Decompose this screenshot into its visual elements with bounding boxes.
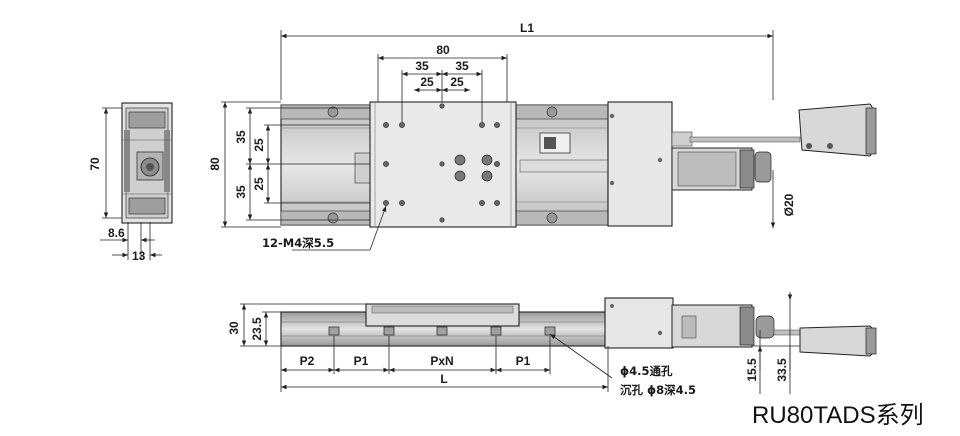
dim-L1: L1 — [520, 21, 534, 35]
end-view: 70 8.6 13 — [88, 102, 173, 263]
dim-30: 30 — [227, 321, 241, 335]
dim-L: L — [440, 372, 447, 386]
motor-block — [607, 101, 673, 227]
dim-P1-left: P1 — [354, 354, 369, 368]
dim-23-5: 23.5 — [250, 317, 264, 341]
dim-25-right: 25 — [450, 75, 464, 89]
front-motor-block — [604, 297, 674, 349]
dim-v35-top: 35 — [234, 130, 248, 144]
dim-v25-top: 25 — [252, 138, 266, 152]
dim-PxN: PxN — [430, 354, 453, 368]
dim-8-6: 8.6 — [108, 226, 125, 240]
counterbore-note: 沉孔 ϕ8深4.5 — [620, 383, 696, 397]
table-holes — [383, 103, 500, 223]
dim-35-right: 35 — [455, 59, 469, 73]
dim-25-left: 25 — [420, 75, 434, 89]
dim-v35-bottom: 35 — [234, 185, 248, 199]
dim-v25-bottom: 25 — [252, 177, 266, 191]
front-view: 30 23.5 P2 P1 PxN P1 L ϕ4.5通孔 沉孔 ϕ8深4.5 … — [227, 292, 877, 397]
dim-80-left: 80 — [208, 157, 222, 171]
dim-70: 70 — [88, 157, 102, 171]
hole-note: 12-M4深5.5 — [262, 236, 334, 250]
dim-13: 13 — [132, 249, 146, 263]
front-holes — [328, 326, 556, 336]
dim-35-left: 35 — [415, 59, 429, 73]
dim-33-5: 33.5 — [775, 358, 789, 382]
thru-hole-note: ϕ4.5通孔 — [620, 364, 673, 378]
dim-80-top: 80 — [436, 43, 450, 57]
series-title: RU80TADS系列 — [752, 402, 924, 429]
dim-P2: P2 — [300, 354, 315, 368]
dim-P1-right: P1 — [516, 354, 531, 368]
top-view: L1 — [208, 21, 877, 251]
dim-dia20: Ø20 — [782, 193, 796, 216]
dim-15-5: 15.5 — [745, 358, 759, 382]
center-holes — [454, 154, 493, 182]
